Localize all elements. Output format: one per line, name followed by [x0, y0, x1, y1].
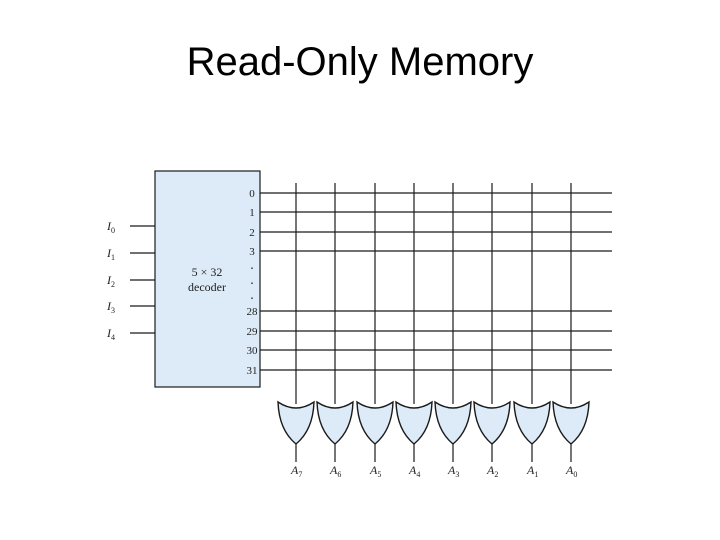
- output-label-name: A: [526, 463, 535, 477]
- input-label: I3: [106, 299, 115, 315]
- output-label-name: A: [486, 463, 495, 477]
- or-gates: [277, 400, 590, 462]
- or-gate: [277, 400, 315, 445]
- output-label: A4: [408, 463, 420, 479]
- decoder-output-label: 2: [249, 227, 255, 239]
- input-label-subscript: 4: [111, 333, 115, 342]
- output-label: A3: [447, 463, 459, 479]
- output-label-subscript: 1: [534, 470, 538, 479]
- output-label-name: A: [447, 463, 456, 477]
- or-gate: [316, 400, 354, 445]
- output-label-name: A: [565, 463, 574, 477]
- input-label: I0: [106, 219, 115, 235]
- output-label: A6: [329, 463, 341, 479]
- or-gate: [356, 400, 394, 445]
- output-label-name: A: [408, 463, 417, 477]
- output-label-subscript: 7: [298, 470, 302, 479]
- ellipsis-dot: .: [250, 288, 254, 303]
- word-lines: 0 1 2 3... 28 29 30 31: [247, 188, 612, 377]
- decoder-output-label: 30: [247, 345, 259, 357]
- or-gate: [434, 400, 472, 445]
- decoder-output-label: 1: [249, 207, 255, 219]
- decoder-output-label: 3: [249, 246, 255, 258]
- output-label-name: A: [329, 463, 338, 477]
- or-gate: [513, 400, 551, 445]
- decoder-block: [154, 170, 261, 388]
- output-label: A7: [290, 463, 302, 479]
- input-label: I4: [106, 326, 115, 342]
- input-label-subscript: 1: [111, 253, 115, 262]
- decoder-output-label: 29: [247, 326, 259, 338]
- ellipsis-dot: .: [250, 258, 254, 273]
- output-label-subscript: 6: [337, 470, 341, 479]
- or-gate: [473, 400, 511, 445]
- output-label-subscript: 2: [494, 470, 498, 479]
- output-label: A0: [565, 463, 577, 479]
- ellipsis-dot: .: [250, 273, 254, 288]
- input-label-subscript: 3: [111, 306, 115, 315]
- output-label: A2: [486, 463, 498, 479]
- input-label: I1: [106, 246, 115, 262]
- input-label-subscript: 0: [111, 226, 115, 235]
- output-label-name: A: [369, 463, 378, 477]
- decoder-output-label: 28: [247, 306, 259, 318]
- input-label-name: I: [106, 219, 112, 233]
- output-label: A5: [369, 463, 381, 479]
- input-label-name: I: [106, 273, 112, 287]
- output-label-subscript: 0: [573, 470, 577, 479]
- slide-title: Read-Only Memory: [186, 40, 534, 84]
- decoder-label-line1: 5 × 32: [192, 265, 223, 279]
- or-gate: [395, 400, 433, 445]
- output-label: A1: [526, 463, 538, 479]
- output-label-subscript: 4: [416, 470, 420, 479]
- decoder-label-line2: decoder: [188, 280, 226, 294]
- input-label-name: I: [106, 246, 112, 260]
- output-label-subscript: 3: [455, 470, 459, 479]
- input-label-subscript: 2: [111, 280, 115, 289]
- input-label-name: I: [106, 326, 112, 340]
- input-label: I2: [106, 273, 115, 289]
- input-label-name: I: [106, 299, 112, 313]
- decoder-output-label: 0: [249, 188, 255, 200]
- output-label-name: A: [290, 463, 299, 477]
- or-gate: [552, 400, 590, 445]
- or-gate-columns: [295, 183, 572, 404]
- output-label-subscript: 5: [377, 470, 381, 479]
- decoder-output-label: 31: [247, 365, 258, 377]
